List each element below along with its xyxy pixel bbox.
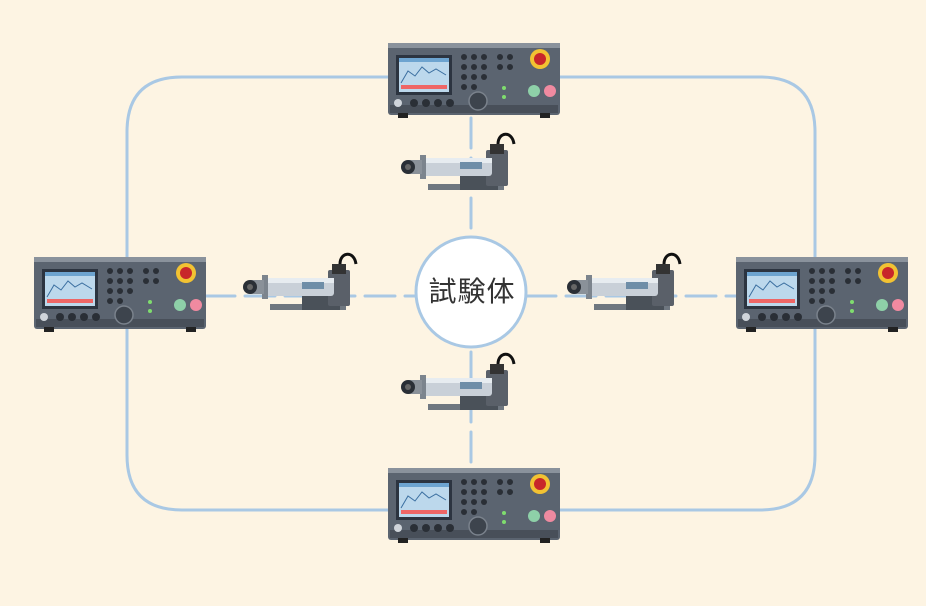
- controller-top: [387, 42, 561, 119]
- actuator-top: [399, 132, 516, 192]
- controller-left: [33, 256, 207, 333]
- controller-right: [735, 256, 909, 333]
- controller-bottom: [387, 467, 561, 544]
- actuator-left: [241, 252, 358, 312]
- actuator-right: [565, 252, 682, 312]
- specimen-circle: [414, 235, 528, 349]
- actuator-bottom: [399, 352, 516, 412]
- specimen-label: 試験体: [428, 275, 516, 308]
